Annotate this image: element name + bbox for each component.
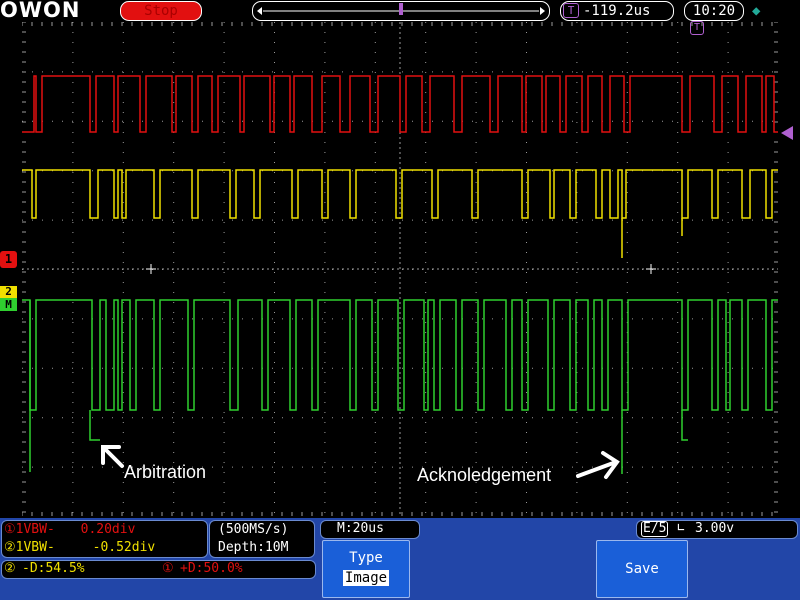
channel-info-box: ①1VBW- 0.20div ②1VBW- -0.52div bbox=[1, 520, 208, 558]
ch2-marker[interactable]: 2 bbox=[0, 286, 17, 298]
cursor-crosshairs bbox=[146, 264, 656, 274]
memory-position-bar bbox=[252, 1, 550, 21]
graticule bbox=[22, 22, 773, 513]
type-button[interactable]: Type Image bbox=[322, 540, 410, 598]
memory-depth: Depth:10M bbox=[218, 540, 289, 555]
trigger-marker-top[interactable]: T bbox=[690, 21, 704, 35]
math-marker[interactable]: M bbox=[0, 298, 17, 311]
brand-logo: OWON bbox=[0, 0, 81, 22]
ch2-info-row: ②1VBW- -0.52div bbox=[4, 540, 155, 555]
waveform-canvas bbox=[21, 21, 778, 516]
acquisition-box: (500MS/s) Depth:10M bbox=[209, 520, 315, 558]
arbitration-label: Arbitration bbox=[124, 462, 207, 482]
ch1-coupling: 1VBW- bbox=[15, 522, 55, 537]
trigger-icon: T bbox=[563, 3, 579, 18]
rising-edge-icon: ∟ bbox=[677, 521, 685, 536]
ch2-offset: -0.52div bbox=[92, 540, 156, 555]
bottom-control-panel: ①1VBW- 0.20div ②1VBW- -0.52div (500MS/s)… bbox=[0, 518, 800, 600]
math-waveform-glitch bbox=[89, 410, 100, 441]
ch2-coupling: 1VBW- bbox=[15, 540, 55, 555]
sample-rate: (500MS/s) bbox=[218, 522, 289, 537]
timebase-box: M:20us bbox=[320, 520, 420, 539]
type-label: Type bbox=[349, 550, 383, 566]
measure-box: ② -D:54.5% ① +D:50.0% bbox=[1, 560, 316, 579]
ch1-measure-badge: ① bbox=[162, 561, 174, 576]
top-status-bar: OWON Stop T -119.2us 10:20 ◆ bbox=[0, 0, 800, 22]
timebase-value: M:20us bbox=[337, 521, 384, 536]
ch1-marker[interactable]: 1 bbox=[0, 251, 17, 268]
edge-ticks bbox=[21, 21, 778, 516]
usb-icon: ◆ bbox=[752, 3, 761, 19]
trigger-position-value: -119.2us bbox=[583, 3, 651, 19]
ch1-info-row: ①1VBW- 0.20div bbox=[4, 522, 135, 537]
save-button[interactable]: Save bbox=[596, 540, 688, 598]
ch2-duty-cycle: -D:54.5% bbox=[22, 561, 85, 576]
ch2-badge: ② bbox=[4, 540, 16, 555]
run-stop-status[interactable]: Stop bbox=[120, 1, 202, 21]
acknowledgement-label: Acknoledgement bbox=[417, 465, 552, 485]
trigger-position-readout: T -119.2us bbox=[560, 1, 674, 21]
clock: 10:20 bbox=[684, 1, 744, 21]
trigger-level: 3.00v bbox=[695, 521, 735, 536]
math-waveform-glitch bbox=[681, 410, 688, 441]
ch1-duty-cycle: +D:50.0% bbox=[180, 561, 243, 576]
ch2-waveform bbox=[22, 169, 778, 219]
ch2-measure-badge: ② bbox=[4, 561, 16, 576]
position-marker bbox=[399, 3, 403, 15]
trigger-info-box: E/5 ∟ 3.00v bbox=[636, 520, 798, 539]
waveform-display bbox=[21, 21, 778, 516]
ch1-offset: 0.20div bbox=[80, 522, 136, 537]
trigger-source: E/5 bbox=[641, 521, 669, 537]
ch1-waveform bbox=[22, 75, 778, 133]
ch1-badge: ① bbox=[4, 522, 16, 537]
math-waveform bbox=[22, 299, 778, 411]
save-label: Save bbox=[625, 561, 659, 577]
trigger-level-marker[interactable] bbox=[781, 126, 793, 140]
type-value: Image bbox=[342, 570, 390, 586]
